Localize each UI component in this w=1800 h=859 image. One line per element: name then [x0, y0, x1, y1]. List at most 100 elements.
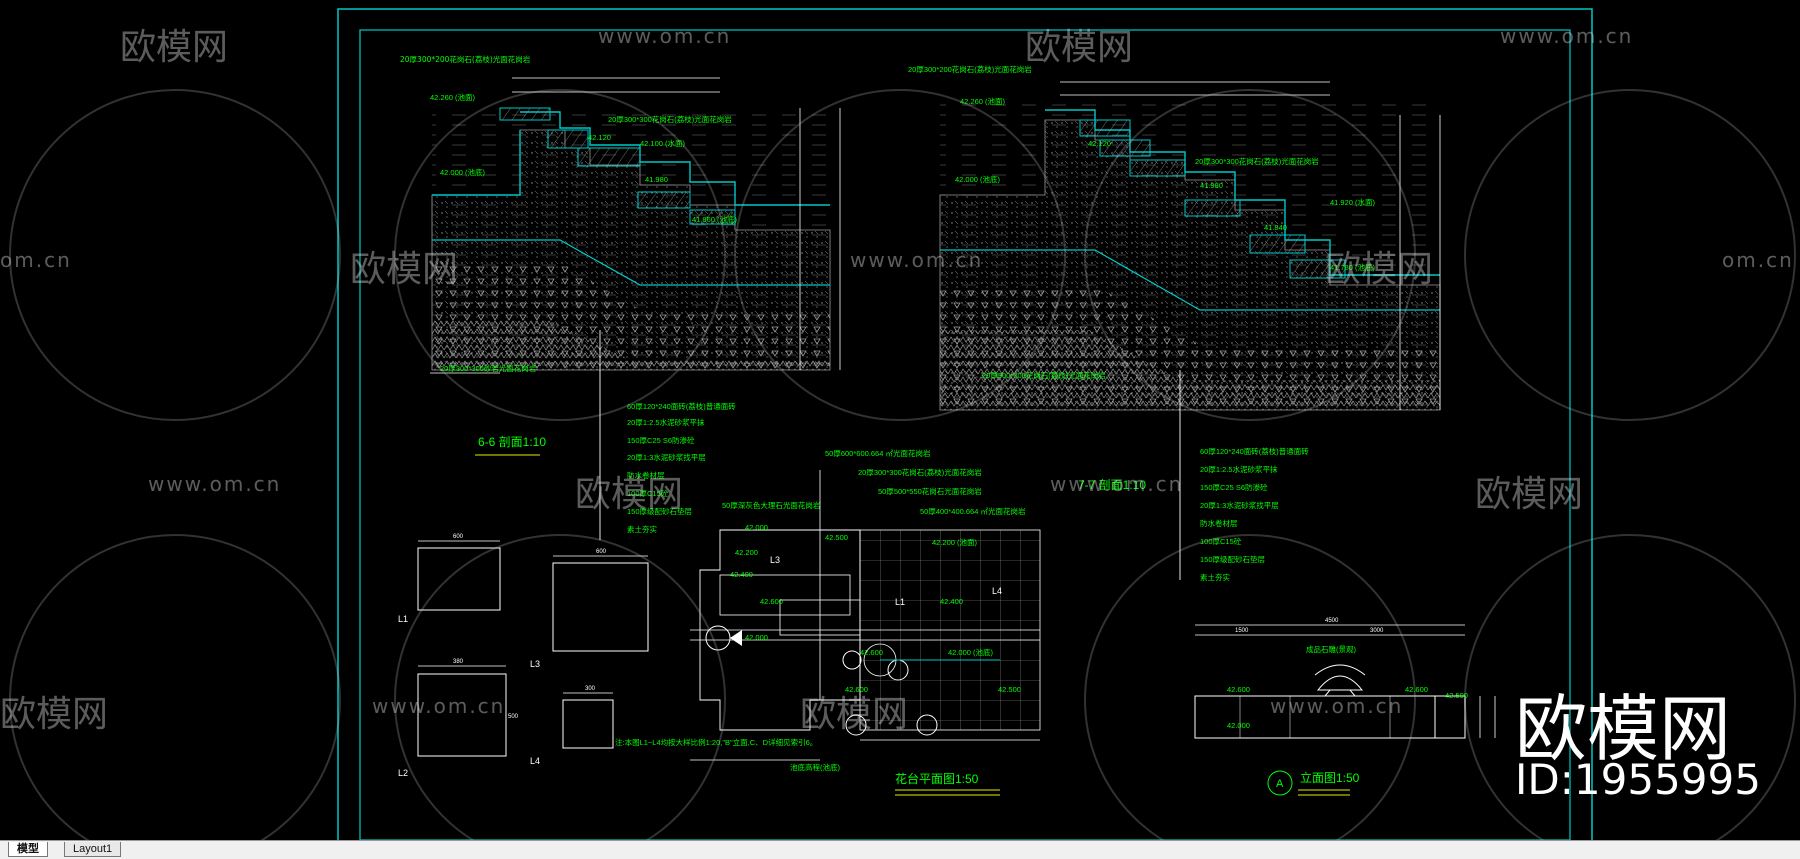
s66-bottom-note: 20厚300*300砂岩光面花岗岩	[440, 363, 537, 373]
svg-text:42.200 (池面): 42.200 (池面)	[932, 537, 978, 547]
elevation-drawing	[1194, 624, 1496, 796]
layout-tab-bar: 模型 Layout1	[0, 840, 1800, 859]
svg-text:3000: 3000	[1370, 628, 1384, 634]
svg-text:60厚120*240面砖(荔枝)普通面砖: 60厚120*240面砖(荔枝)普通面砖	[627, 401, 736, 411]
svg-text:42.500: 42.500	[998, 685, 1021, 694]
svg-text:防水卷材层: 防水卷材层	[1200, 518, 1238, 528]
cad-drawing[interactable]: 20厚300*200花岗石(荔枝)光面花岗岩 42.260 (池面) 42.12…	[0, 0, 1800, 840]
svg-text:150厚级配砂石垫层: 150厚级配砂石垫层	[1200, 554, 1266, 564]
svg-text:42.000 (池底): 42.000 (池底)	[955, 174, 1001, 184]
s77-title: 7-7 剖面1:10	[1078, 478, 1146, 492]
svg-text:41.780 (池底): 41.780 (池底)	[1330, 262, 1376, 272]
svg-text:42.600: 42.600	[760, 597, 783, 606]
elevation-marker: A	[1276, 778, 1284, 790]
svg-text:素土夯实: 素土夯实	[627, 524, 657, 534]
svg-text:600: 600	[596, 549, 607, 555]
watermark-circles	[9, 89, 1796, 840]
svg-text:42.000: 42.000	[745, 523, 768, 532]
s66-elev-3: 42.100 (水面)	[640, 138, 686, 148]
svg-text:42.000: 42.000	[1227, 721, 1250, 730]
s77-layers: 60厚120*240面砖(荔枝)普通面砖 20厚1:2.5水泥砂浆平抹 150厚…	[1200, 446, 1309, 582]
svg-text:42.500: 42.500	[1445, 691, 1468, 700]
tab-model[interactable]: 模型	[8, 842, 48, 857]
svg-text:100厚C15砼: 100厚C15砼	[627, 488, 669, 498]
watermark-brand-large: 欧模网	[1515, 687, 1732, 771]
svg-text:20厚1:3水泥砂浆找平层: 20厚1:3水泥砂浆找平层	[627, 452, 706, 462]
svg-text:1500: 1500	[1235, 628, 1249, 634]
sheet-inner-frame	[359, 29, 1571, 840]
details-note: 注:本图L1~L4均按大样比例1:20,"B"立面,C、D详细见索引6。	[615, 737, 817, 747]
s66-elev-2: 42.120	[588, 133, 611, 142]
svg-text:50厚500*550花岗石光面花岗岩: 50厚500*550花岗石光面花岗岩	[878, 486, 982, 496]
section-7-7-drawing	[939, 81, 1441, 580]
svg-text:380: 380	[453, 659, 464, 665]
svg-text:41.920 (水面): 41.920 (水面)	[1330, 197, 1376, 207]
svg-text:42.400: 42.400	[940, 597, 963, 606]
svg-text:150厚级配砂石垫层: 150厚级配砂石垫层	[627, 506, 693, 516]
s66-elev-6: 41.860 (池底)	[692, 214, 738, 224]
watermark-brand: 欧模网	[800, 694, 909, 735]
watermark-brand: 欧模网	[1025, 27, 1134, 68]
watermark-url: www.om.cn	[372, 694, 506, 718]
svg-text:100厚C15砼: 100厚C15砼	[1200, 536, 1242, 546]
svg-text:L1: L1	[398, 614, 408, 624]
svg-text:41.980: 41.980	[1200, 181, 1223, 190]
svg-text:L4: L4	[992, 586, 1002, 596]
detail-boxes	[417, 540, 649, 757]
watermark-url: www.om.cn	[850, 248, 984, 272]
svg-text:20厚300*300花岗石(荔枝)光面花岗岩: 20厚300*300花岗石(荔枝)光面花岗岩	[858, 467, 982, 477]
svg-text:60厚120*240面砖(荔枝)普通面砖: 60厚120*240面砖(荔枝)普通面砖	[1200, 446, 1309, 456]
svg-text:150厚C25 S6防渗砼: 150厚C25 S6防渗砼	[627, 435, 695, 445]
svg-text:42.600: 42.600	[845, 685, 868, 694]
svg-text:150厚C25 S6防渗砼: 150厚C25 S6防渗砼	[1200, 482, 1268, 492]
s66-layers: 60厚120*240面砖(荔枝)普通面砖 20厚1:2.5水泥砂浆平抹 150厚…	[627, 401, 736, 534]
svg-text:L4: L4	[530, 756, 540, 766]
svg-text:42.260 (池面): 42.260 (池面)	[960, 96, 1006, 106]
plan-bottom-label: 池底高程(池底)	[790, 762, 840, 772]
watermark-brand: 欧模网	[1475, 474, 1584, 515]
svg-text:42.500: 42.500	[825, 533, 848, 542]
watermark-url: www.om.cn	[1270, 694, 1404, 718]
svg-text:42.600: 42.600	[1227, 685, 1250, 694]
svg-text:42.400: 42.400	[730, 570, 753, 579]
svg-text:42.200: 42.200	[735, 548, 758, 557]
elevation-label: 成品石雕(景观)	[1306, 644, 1356, 654]
svg-text:20厚1:2.5水泥砂浆平抹: 20厚1:2.5水泥砂浆平抹	[627, 417, 705, 427]
plan-notes: 50厚600*600.664 ㎡光面花岗岩 20厚300*300花岗石(荔枝)光…	[722, 448, 1026, 516]
tab-layout1[interactable]: Layout1	[64, 842, 122, 857]
s66-title: 6-6 剖面1:10	[478, 435, 546, 449]
section-6-6-drawing	[430, 77, 841, 540]
svg-text:L3: L3	[530, 659, 540, 669]
watermark-url: www.om.cn	[1500, 24, 1634, 48]
watermark-url: www.om.cn	[148, 472, 282, 496]
svg-text:42.600: 42.600	[1405, 685, 1428, 694]
s66-elev-4: 42.000 (池底)	[440, 167, 486, 177]
svg-text:50厚600*600.664 ㎡光面花岗岩: 50厚600*600.664 ㎡光面花岗岩	[825, 448, 931, 458]
watermark-brand: 欧模网	[0, 694, 109, 735]
watermark-url: www.om.cn	[598, 24, 732, 48]
svg-text:素土夯实: 素土夯实	[1200, 572, 1230, 582]
svg-text:L1: L1	[895, 597, 905, 607]
svg-text:50厚400*400.664 ㎡光面花岗岩: 50厚400*400.664 ㎡光面花岗岩	[920, 506, 1026, 516]
s66-top-note: 20厚300*200花岗石(荔枝)光面花岗岩	[400, 54, 531, 64]
svg-text:20厚1:3水泥砂浆找平层: 20厚1:3水泥砂浆找平层	[1200, 500, 1279, 510]
svg-text:500: 500	[508, 714, 519, 720]
watermark-url: www.om.cn	[1050, 472, 1184, 496]
watermark-url: om.cn	[1722, 248, 1794, 272]
svg-text:42.120: 42.120	[1088, 139, 1111, 148]
svg-text:4500: 4500	[1325, 618, 1339, 624]
watermark-brand: 欧模网	[350, 249, 459, 290]
svg-text:600: 600	[453, 534, 464, 540]
svg-text:L3: L3	[770, 555, 780, 565]
s66-top-note2: 20厚300*300花岗石(荔枝)光面花岗岩	[608, 114, 732, 124]
svg-text:42.600: 42.600	[860, 648, 883, 657]
plan-elevations: 42.000 42.200 42.400 42.600 42.500 42.40…	[730, 523, 1021, 694]
svg-text:41.840: 41.840	[1264, 223, 1287, 232]
watermark-brand: 欧模网	[1325, 249, 1434, 290]
svg-text:50厚深灰色大理石光面花岗岩: 50厚深灰色大理石光面花岗岩	[722, 500, 821, 510]
s77-mid-note: 20厚300*300花岗石(荔枝)光面花岗岩	[1195, 156, 1319, 166]
svg-text:L2: L2	[398, 768, 408, 778]
watermark-brand: 欧模网	[575, 474, 684, 515]
cad-model-canvas[interactable]: 20厚300*200花岗石(荔枝)光面花岗岩 42.260 (池面) 42.12…	[0, 0, 1800, 840]
watermark-brand: 欧模网	[120, 27, 229, 68]
